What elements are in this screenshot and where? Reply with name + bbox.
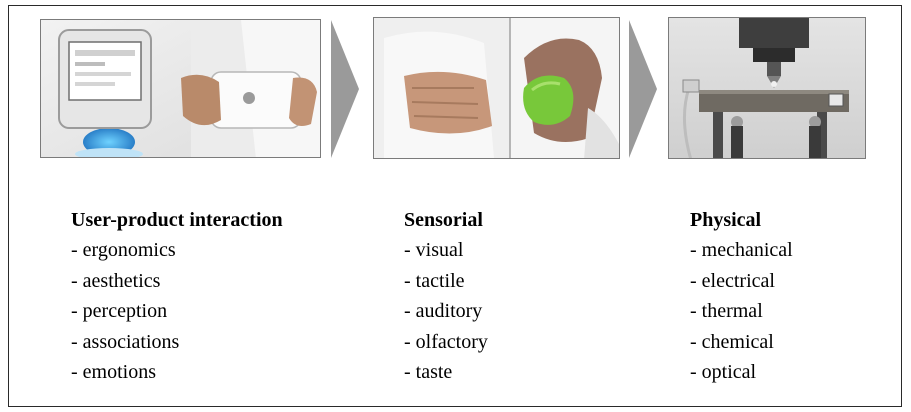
- list-item: - aesthetics: [71, 266, 283, 297]
- list-item: - mechanical: [690, 235, 793, 266]
- physical-testing-photo: [668, 17, 866, 159]
- arrow-2-icon: [629, 20, 659, 158]
- list-item: - optical: [690, 357, 793, 388]
- list-item: - thermal: [690, 296, 793, 327]
- user-product-interaction-photo: [40, 19, 321, 158]
- list-item: - taste: [404, 357, 488, 388]
- list-item: - perception: [71, 296, 283, 327]
- list-item: - auditory: [404, 296, 488, 327]
- list-item: - visual: [404, 235, 488, 266]
- list-item: - associations: [71, 327, 283, 358]
- list-item: - chemical: [690, 327, 793, 358]
- column-physical: Physical - mechanical - electrical - the…: [690, 205, 793, 388]
- column-heading: Sensorial: [404, 205, 488, 235]
- list-item: - electrical: [690, 266, 793, 297]
- list-item: - tactile: [404, 266, 488, 297]
- arrow-1-icon: [331, 20, 361, 158]
- column-heading: Physical: [690, 205, 793, 235]
- column-sensorial: Sensorial - visual - tactile - auditory …: [404, 205, 488, 388]
- column-user-product-interaction: User-product interaction - ergonomics - …: [71, 205, 283, 388]
- list-item: - olfactory: [404, 327, 488, 358]
- sensorial-photo: [373, 17, 620, 159]
- list-item: - emotions: [71, 357, 283, 388]
- column-heading: User-product interaction: [71, 205, 283, 235]
- list-item: - ergonomics: [71, 235, 283, 266]
